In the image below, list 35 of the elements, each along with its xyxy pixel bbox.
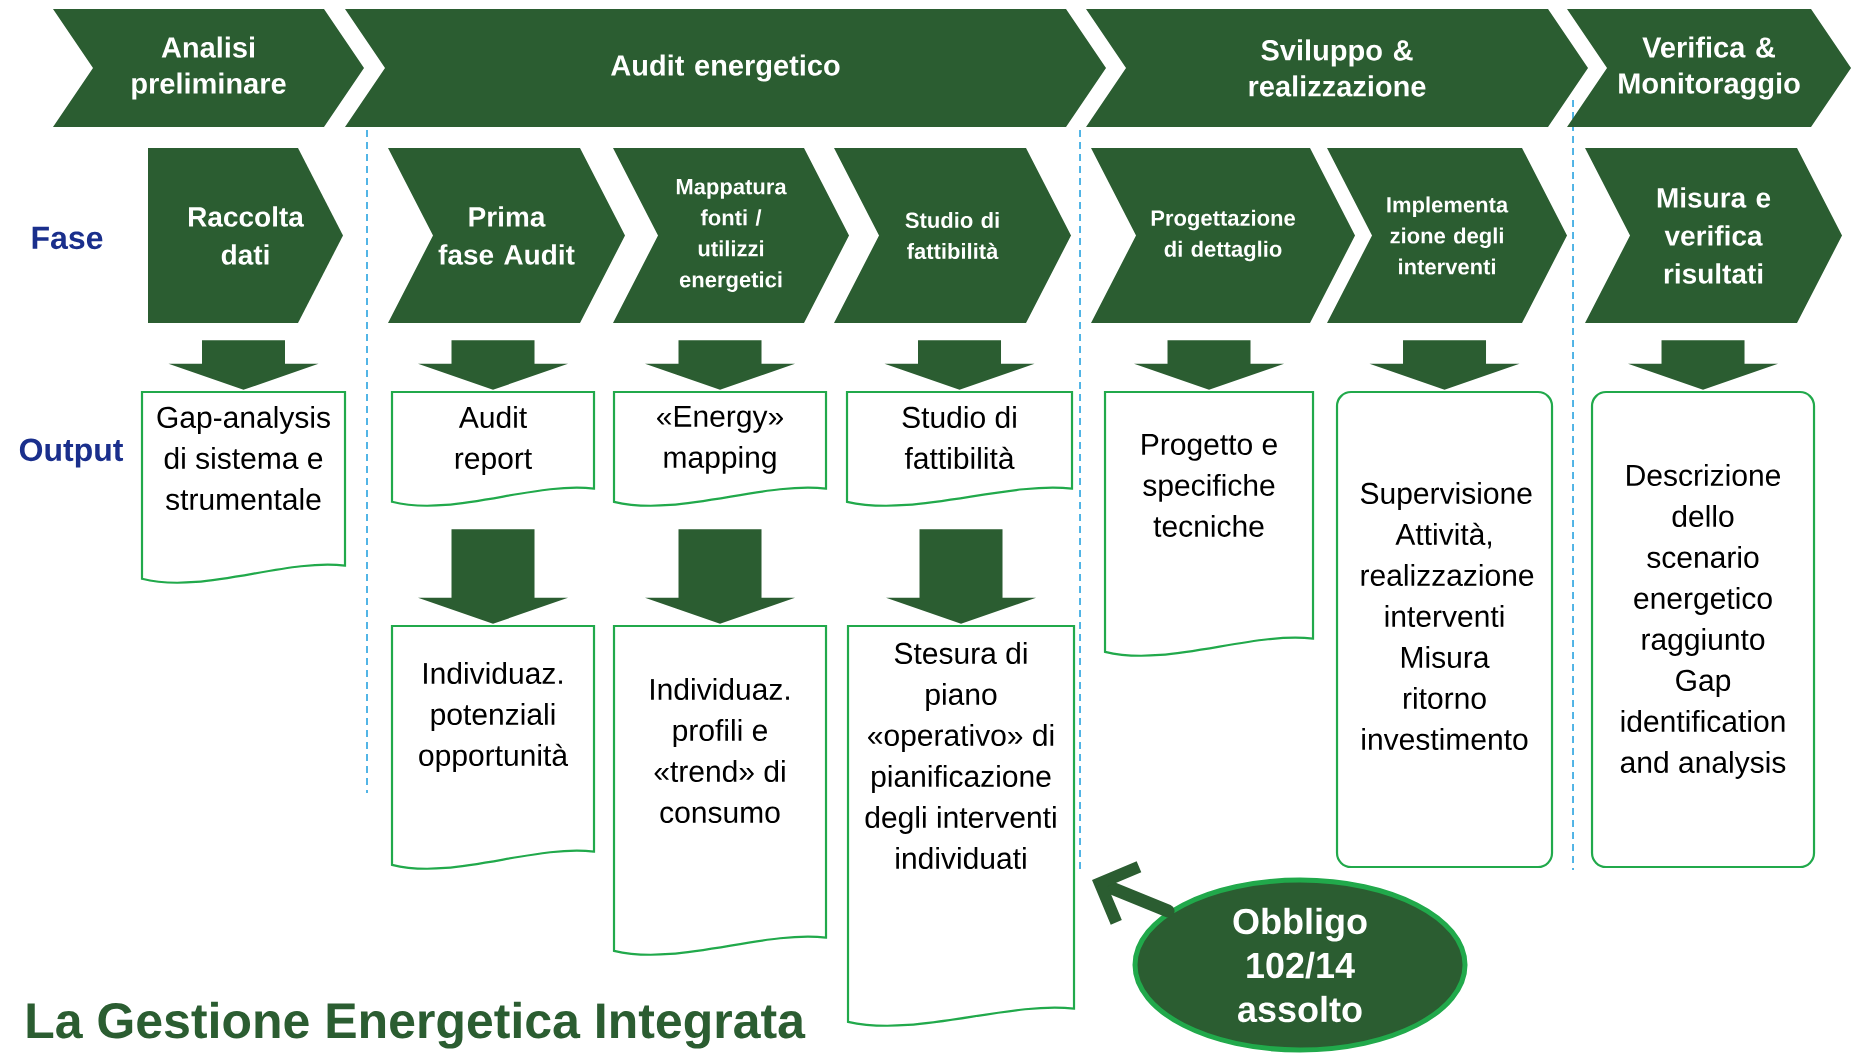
- title: La Gestione Energetica Integrata: [27, 1001, 806, 1049]
- output-box: Descrizione dello scenario energetico raggiunto Gap identification and analysis: [1590, 390, 1816, 869]
- step-band: Raccolta dati: [148, 148, 343, 323]
- document-box: Stesura di piano «operativo» di pianificazione degli interventi individuati: [846, 624, 1076, 1027]
- document-box: Studio di fattibilità: [845, 390, 1074, 507]
- down-arrow: [418, 340, 568, 390]
- step-band: Studio di fattibilità: [834, 148, 1071, 323]
- phase-band: Verifica & Monitoraggio: [1567, 9, 1851, 127]
- down-arrow: [418, 529, 568, 624]
- node-label: Progettazione di dettaglio: [1151, 209, 1295, 262]
- step-band: Progettazione di dettaglio: [1091, 148, 1355, 323]
- step-band: Misura e verifica risultati: [1585, 148, 1842, 323]
- down-arrow: [645, 340, 795, 390]
- document-box: Audit report: [390, 390, 596, 507]
- step-band: Implementa zione degli interventi: [1327, 148, 1567, 323]
- document-box: «Energy» mapping: [612, 390, 828, 507]
- down-arrow: [886, 529, 1036, 624]
- row-label: Fase: [32, 226, 103, 250]
- down-arrow: [1134, 340, 1284, 390]
- down-arrow: [1628, 340, 1778, 390]
- document-box: Progetto e specifiche tecniche: [1103, 390, 1315, 657]
- node-label: Implementa zione degli interventi: [1387, 196, 1509, 275]
- down-arrow: [1369, 340, 1520, 390]
- phase-band: Analisi preliminare: [53, 9, 364, 127]
- phase-band: Audit energetico: [345, 9, 1106, 127]
- output-box: Supervisione Attività, realizzazione interventi Misura ritorno investimento: [1335, 390, 1554, 869]
- step-band: Mappatura fonti / utilizzi energetici: [613, 148, 849, 323]
- document-box: Individuaz. profili e «trend» di consumo: [612, 624, 828, 956]
- step-band: Prima fase Audit: [388, 148, 625, 323]
- document-box: Individuaz. potenziali opportunità: [390, 624, 596, 870]
- phase-band: Sviluppo & realizzazione: [1086, 9, 1588, 127]
- down-arrow: [884, 340, 1035, 390]
- document-box: Gap-analysis di sistema e strumentale: [140, 390, 347, 584]
- down-arrow: [645, 529, 795, 624]
- down-arrow: [168, 340, 319, 390]
